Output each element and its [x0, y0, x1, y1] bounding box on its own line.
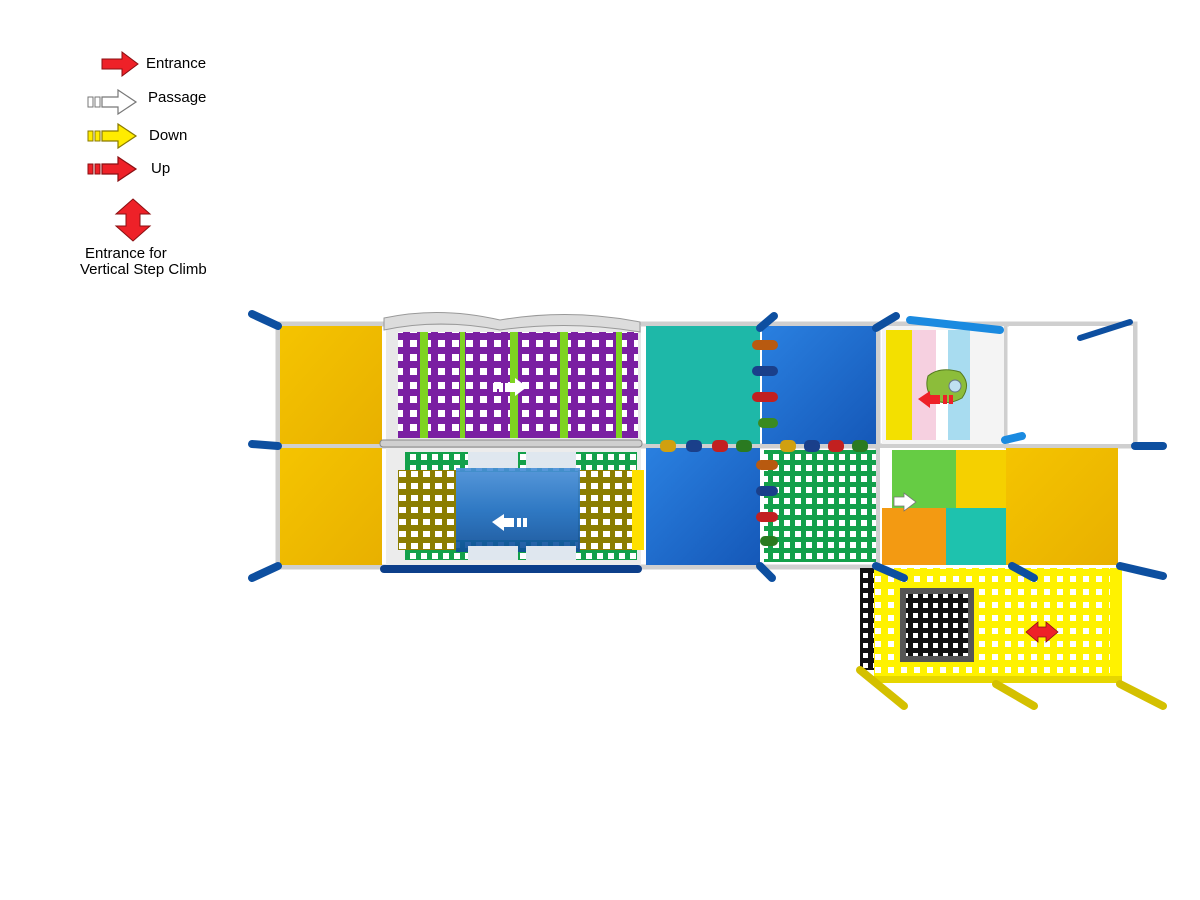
up-arrow-icon: [87, 155, 138, 183]
entrance-arrow-icon: [101, 51, 139, 77]
lower-blue-panel: [646, 448, 760, 565]
legend-down: Down: [86, 122, 236, 150]
double-vertical-arrow-icon: [114, 198, 152, 242]
left-upper-yellow-panel: [280, 326, 382, 444]
passage-arrow-icon: [882, 492, 917, 512]
yellow-cage: [860, 568, 1122, 683]
left-lower-yellow-panel: [280, 448, 382, 565]
corner-posts: [248, 310, 1167, 710]
legend: Entrance Passage Down Up Entrance for Ve…: [0, 0, 240, 290]
legend-up: Up: [86, 155, 236, 183]
legend-entrance-label: Entrance: [146, 55, 207, 72]
climbing-holds: [660, 340, 868, 546]
down-arrow-icon: [87, 122, 138, 150]
vsc-caption-line1: Entrance for: [85, 245, 167, 262]
up-arrow-icon: [918, 391, 953, 408]
legend-entrance: Entrance: [100, 50, 250, 78]
upper-blue-panel: [762, 326, 876, 444]
slide-enclosure: [882, 326, 1133, 444]
right-yellow-panel: [1006, 448, 1118, 565]
passage-arrow-icon: [87, 88, 138, 116]
legend-down-label: Down: [149, 127, 188, 144]
green-grid-net: [764, 450, 876, 562]
legend-up-label: Up: [151, 160, 171, 177]
legend-passage: Passage: [86, 88, 236, 116]
vsc-caption-line2: Vertical Step Climb: [80, 261, 207, 278]
purple-net-deck: [379, 311, 643, 448]
passage-arrow-icon: [493, 378, 527, 396]
passage-arrow-icon: [492, 514, 527, 531]
vertical-step-climb-caption: Entrance for Vertical Step Climb: [80, 246, 207, 278]
legend-passage-label: Passage: [148, 89, 207, 106]
double-horizontal-arrow-icon: [1025, 621, 1059, 643]
teal-panel: [646, 326, 760, 444]
tunnel-section: [380, 448, 644, 573]
soft-blocks: [880, 448, 1012, 565]
